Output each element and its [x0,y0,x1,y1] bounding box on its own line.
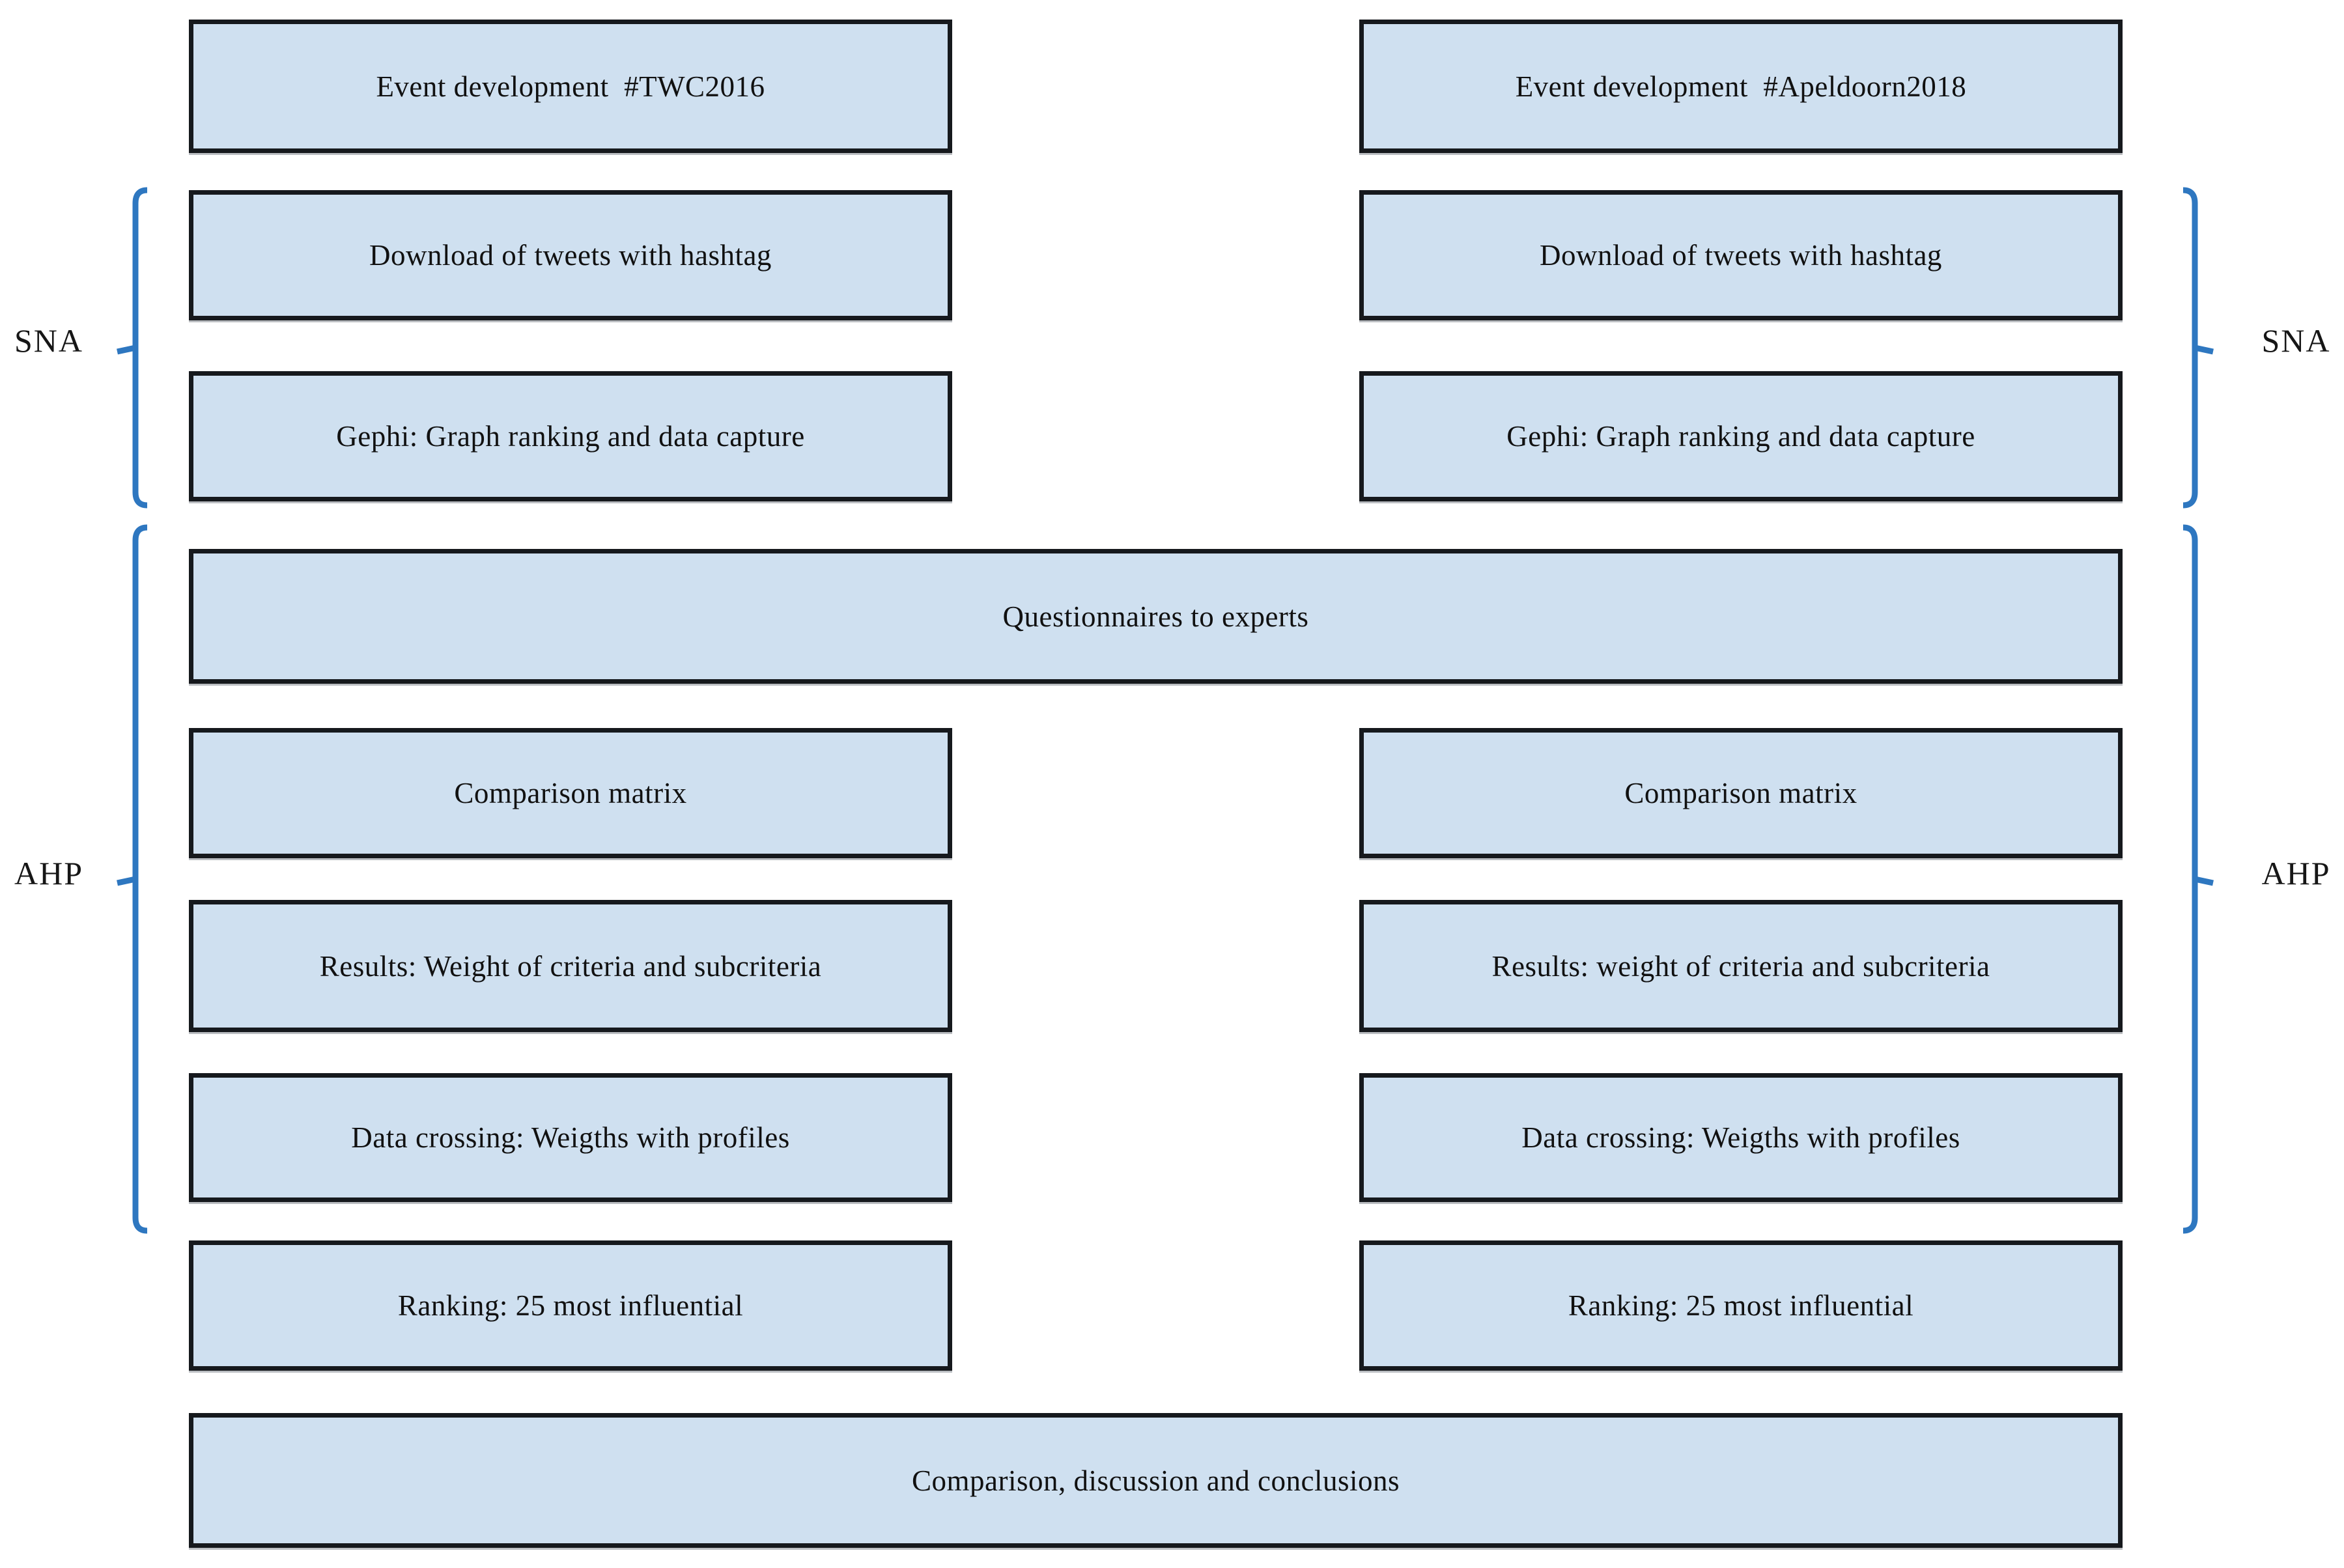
box-gephi-right: Gephi: Graph ranking and data capture [1359,371,2123,501]
box-conclusions: Comparison, discussion and conclusions [189,1413,2123,1548]
box-gephi-left: Gephi: Graph ranking and data capture [189,371,952,501]
sna-label-right: SNA [2261,322,2331,359]
sna-bracket-right-icon [2182,187,2214,509]
box-download-right: Download of tweets with hashtag [1359,190,2123,320]
box-data-crossing-left: Data crossing: Weigths with profiles [189,1073,952,1202]
ahp-label-left: AHP [14,855,84,891]
box-event-apeldoorn2018: Event development #Apeldoorn2018 [1359,20,2123,153]
ahp-bracket-left-icon [117,524,148,1234]
box-results-left: Results: Weight of criteria and subcrite… [189,900,952,1032]
sna-label-left: SNA [14,322,84,359]
ahp-label-right: AHP [2261,855,2331,891]
box-ranking-right: Ranking: 25 most influential [1359,1240,2123,1371]
box-event-twc2016: Event development #TWC2016 [189,20,952,153]
ahp-bracket-right-icon [2182,524,2214,1234]
box-results-right: Results: weight of criteria and subcrite… [1359,900,2123,1032]
box-data-crossing-right: Data crossing: Weigths with profiles [1359,1073,2123,1202]
box-comparison-matrix-right: Comparison matrix [1359,728,2123,858]
box-download-left: Download of tweets with hashtag [189,190,952,320]
box-questionnaires: Questionnaires to experts [189,549,2123,684]
box-ranking-left: Ranking: 25 most influential [189,1240,952,1371]
box-comparison-matrix-left: Comparison matrix [189,728,952,858]
sna-bracket-left-icon [117,187,148,509]
